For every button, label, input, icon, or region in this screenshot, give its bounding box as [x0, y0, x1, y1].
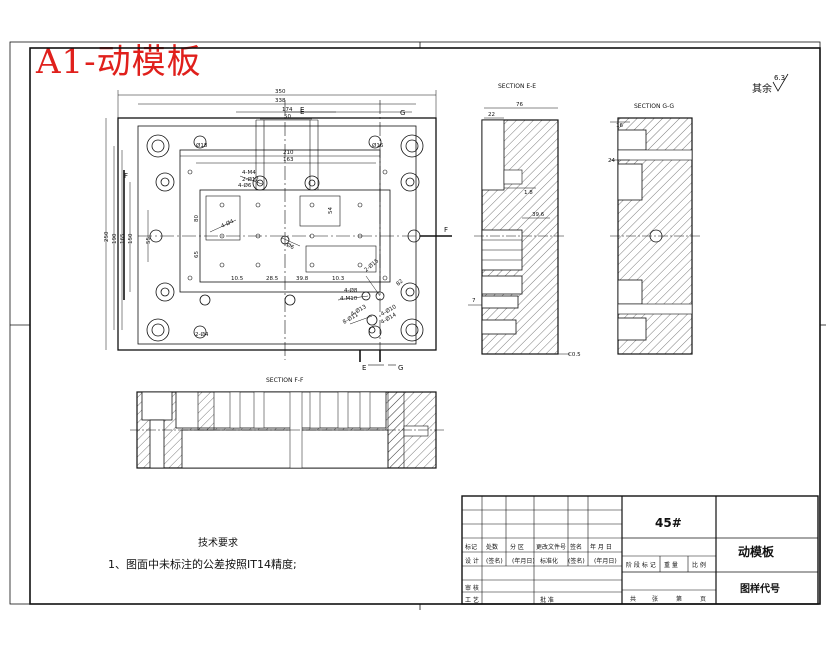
svg-text:SECTION E-E: SECTION E-E	[498, 83, 536, 90]
svg-text:80: 80	[194, 215, 200, 222]
svg-text:150: 150	[128, 233, 134, 244]
plan-view-labels: 350 338 E 174 50 210 163 G F 250 190 165…	[104, 89, 448, 372]
svg-text:SECTION F-F: SECTION F-F	[266, 377, 304, 384]
svg-text:E: E	[300, 106, 304, 114]
svg-text:处数: 处数	[486, 543, 498, 551]
svg-text:设 计: 设 计	[465, 557, 479, 565]
svg-text:50: 50	[284, 114, 291, 120]
part-name: 动模板	[738, 544, 775, 559]
drawing-number: 图样代号	[740, 582, 780, 595]
svg-text:分 区: 分 区	[510, 543, 524, 551]
svg-text:Ø16: Ø16	[372, 142, 384, 149]
svg-text:210: 210	[283, 150, 294, 156]
svg-text:第: 第	[676, 595, 682, 603]
svg-text:2-Ø15: 2-Ø15	[363, 257, 381, 273]
surface-finish-symbol: 其余 6.3	[752, 73, 789, 95]
svg-text:10.5: 10.5	[231, 276, 244, 282]
svg-text:(年月日): (年月日)	[512, 557, 535, 565]
svg-text:2-Ø4: 2-Ø4	[195, 331, 209, 338]
svg-text:250: 250	[104, 231, 110, 242]
svg-text:(签名): (签名)	[568, 557, 585, 565]
svg-text:E: E	[300, 108, 304, 116]
svg-text:G: G	[400, 109, 405, 117]
svg-text:39.6: 39.6	[532, 212, 545, 218]
svg-text:共: 共	[630, 595, 636, 603]
svg-text:重 量: 重 量	[664, 561, 678, 569]
svg-text:工 艺: 工 艺	[465, 596, 479, 604]
svg-text:6.3: 6.3	[774, 74, 785, 82]
svg-text:页: 页	[700, 596, 706, 603]
svg-text:16: 16	[616, 123, 623, 129]
plan-view	[105, 90, 437, 362]
svg-text:Ø18: Ø18	[196, 142, 208, 149]
svg-text:(年月日): (年月日)	[594, 557, 617, 565]
svg-text:54: 54	[328, 207, 334, 214]
svg-text:4-Ø4: 4-Ø4	[220, 218, 235, 230]
svg-text:4-Ø8: 4-Ø8	[344, 287, 358, 294]
svg-text:(签名): (签名)	[486, 557, 503, 565]
svg-text:350: 350	[275, 89, 286, 95]
svg-text:28.5: 28.5	[266, 276, 279, 282]
svg-text:2-Ø12: 2-Ø12	[242, 176, 259, 183]
svg-text:G: G	[398, 364, 403, 372]
section-g-g: SECTION G-G 16 24	[608, 103, 700, 355]
svg-text:阶 段 标 记: 阶 段 标 记	[626, 561, 656, 569]
tech-requirement-item: 1、图面中未标注的公差按照IT14精度;	[108, 558, 297, 571]
svg-text:82: 82	[395, 278, 404, 287]
svg-text:批 准: 批 准	[540, 596, 554, 604]
svg-text:C0.5: C0.5	[568, 352, 581, 358]
svg-text:22: 22	[488, 112, 495, 118]
svg-text:F: F	[444, 226, 448, 234]
svg-text:比 例: 比 例	[692, 561, 706, 569]
title-block-labels: 45# 动模板 图样代号 标记 处数 分 区 更改文件号 签名 年 月 日 设 …	[465, 516, 780, 604]
svg-text:SECTION G-G: SECTION G-G	[634, 103, 674, 110]
svg-text:1.8: 1.8	[524, 190, 533, 196]
svg-text:163: 163	[283, 157, 294, 163]
svg-text:76: 76	[516, 102, 523, 108]
svg-text:4-M10: 4-M10	[340, 296, 358, 302]
svg-text:F: F	[124, 172, 128, 180]
svg-text:标记: 标记	[465, 543, 477, 551]
svg-text:338: 338	[275, 98, 286, 104]
svg-text:24: 24	[608, 158, 615, 164]
svg-text:张: 张	[652, 595, 658, 603]
material-label: 45#	[655, 516, 682, 530]
svg-text:E: E	[362, 364, 366, 372]
svg-text:审 核: 审 核	[465, 584, 479, 592]
svg-text:年 月 日: 年 月 日	[590, 543, 612, 551]
svg-text:165: 165	[120, 233, 126, 244]
svg-text:签名: 签名	[570, 543, 582, 551]
cut-plane-labels: E	[300, 108, 304, 116]
svg-text:Ø6: Ø6	[285, 241, 296, 251]
svg-text:4-M4: 4-M4	[242, 170, 256, 176]
svg-text:4-Ø6: 4-Ø6	[238, 182, 252, 189]
svg-text:55: 55	[146, 237, 152, 244]
svg-text:190: 190	[112, 233, 118, 244]
svg-text:更改文件号: 更改文件号	[536, 543, 566, 551]
drawing-frame	[9, 41, 826, 610]
svg-text:174: 174	[282, 107, 293, 113]
svg-text:10.3: 10.3	[332, 276, 345, 282]
tech-requirements-heading: 技术要求	[198, 538, 238, 549]
section-f-f: SECTION F-F	[130, 377, 444, 469]
svg-text:39.8: 39.8	[296, 276, 309, 282]
section-e-e: SECTION E-E 76 22 1.8 39.6 7 C0.5	[468, 83, 581, 358]
svg-text:其余: 其余	[752, 82, 772, 95]
svg-text:65: 65	[194, 251, 200, 258]
svg-text:7: 7	[472, 298, 476, 304]
svg-text:标准化: 标准化	[540, 557, 558, 565]
title-block	[461, 495, 819, 605]
